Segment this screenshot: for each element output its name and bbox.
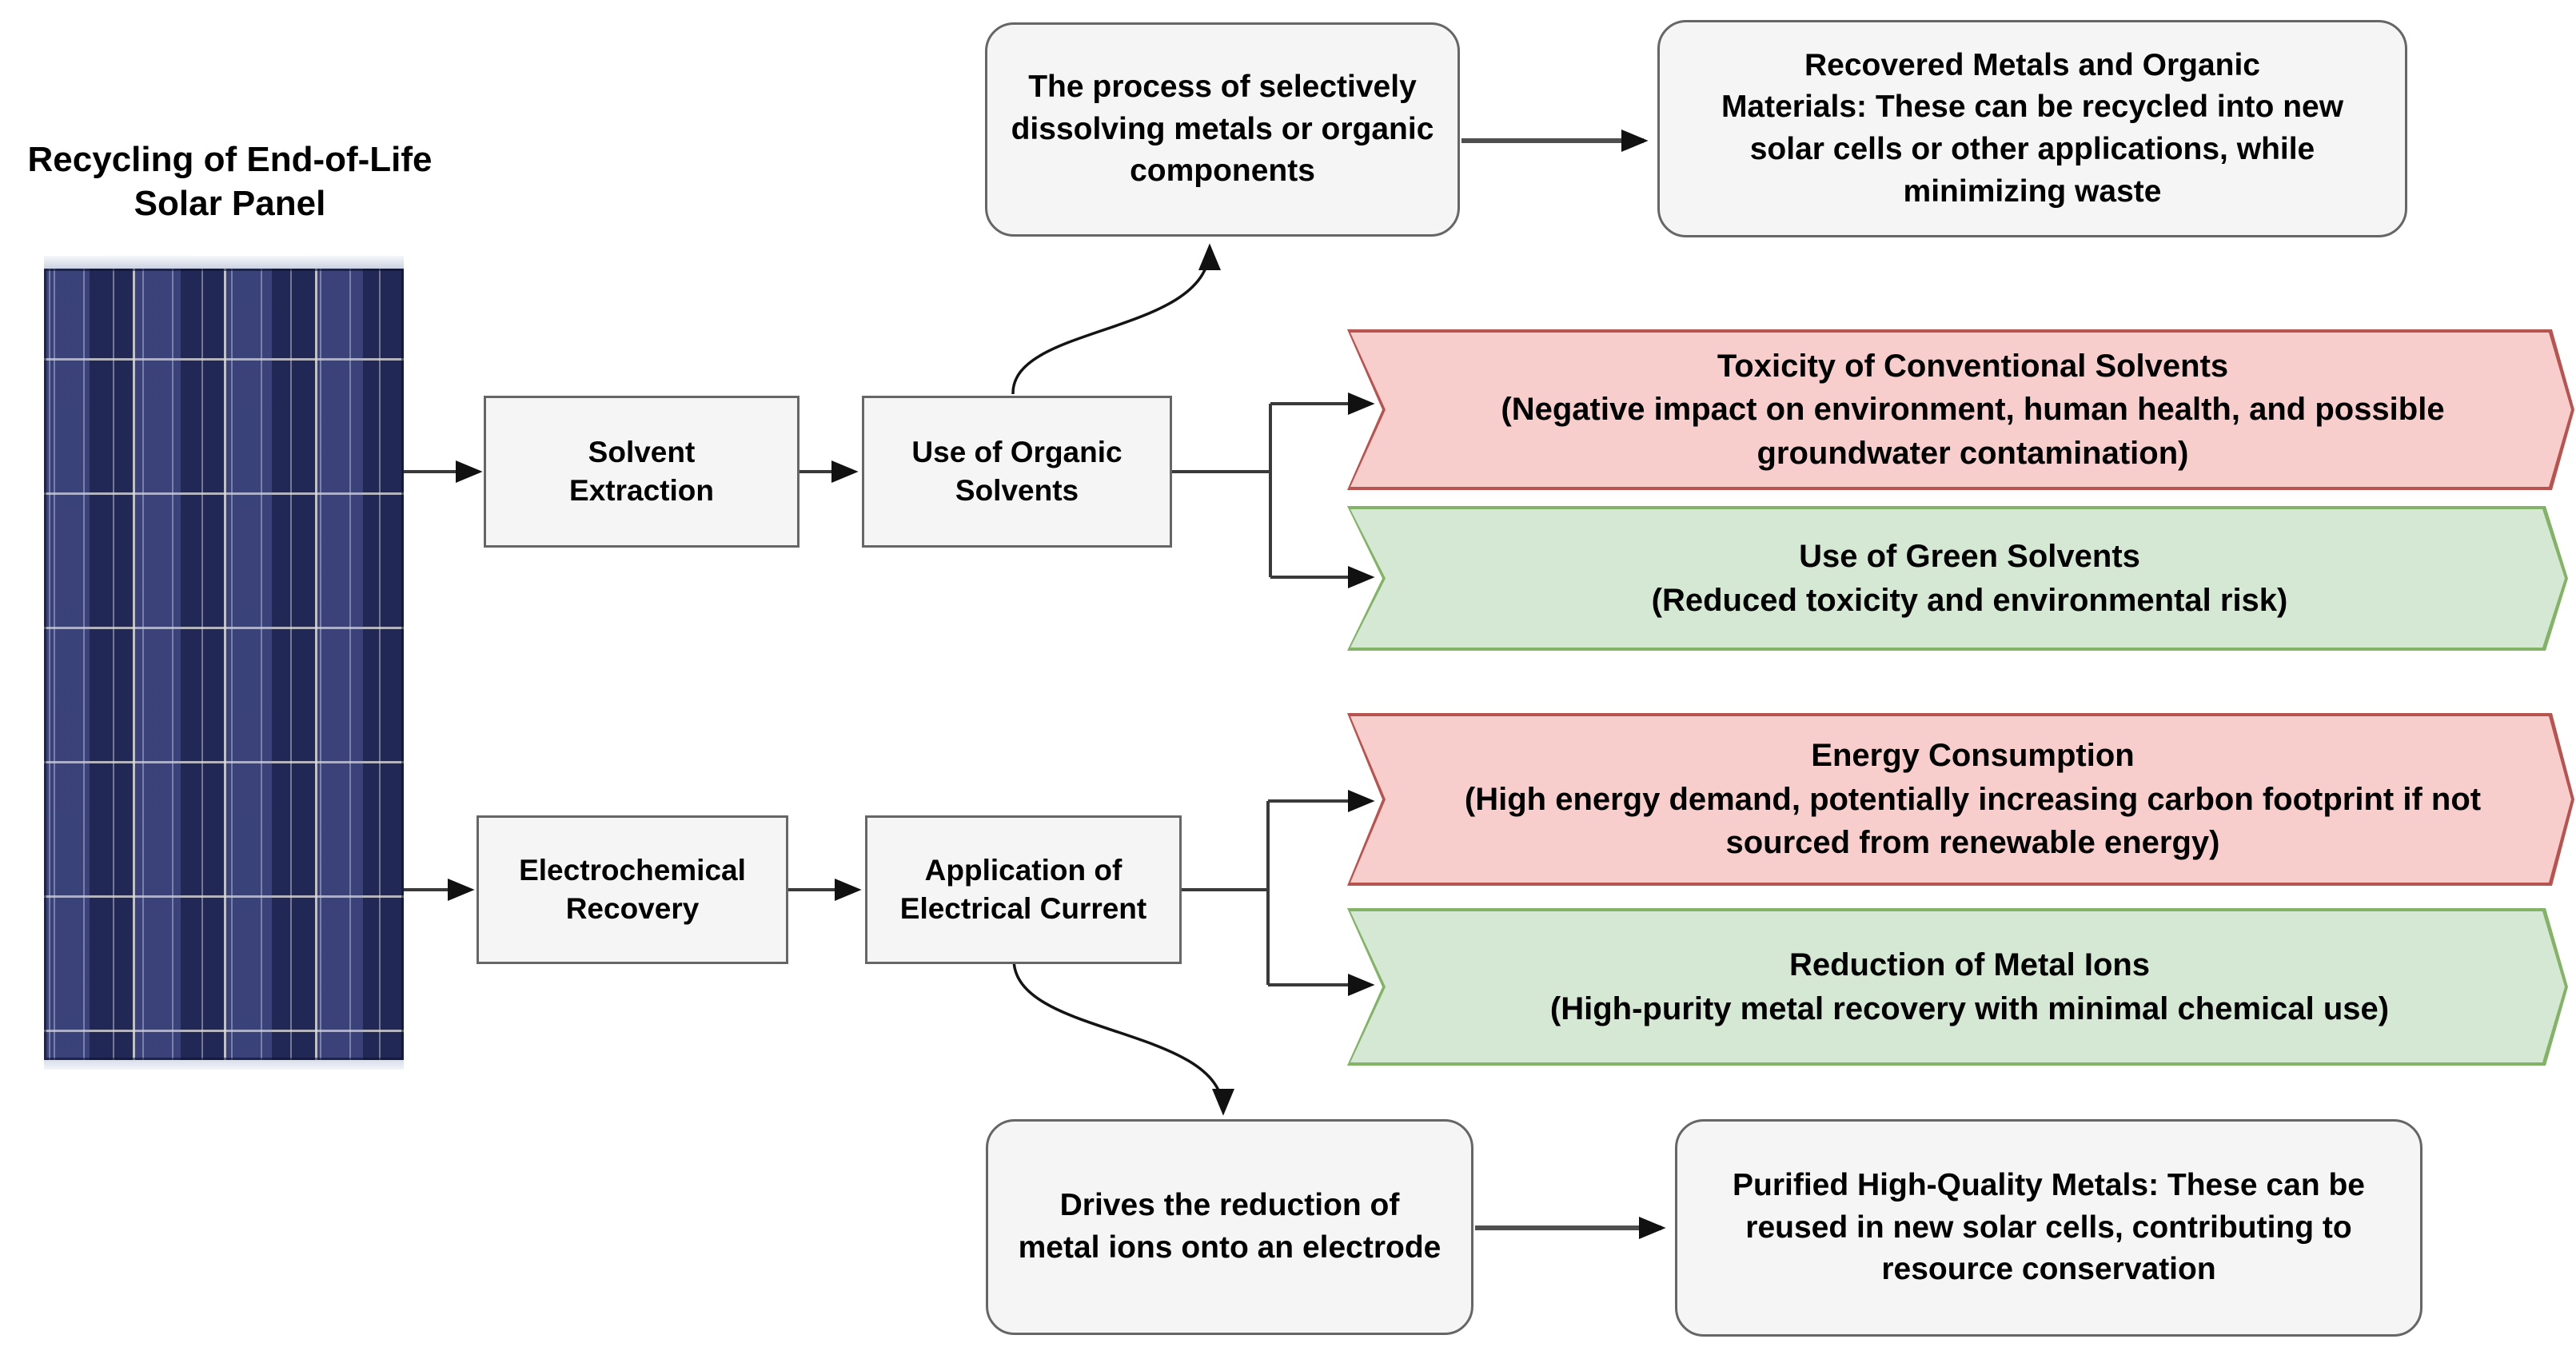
node-use-of-organic-solvents: Use of Organic Solvents: [862, 396, 1172, 548]
banner-toxicity-title: Toxicity of Conventional Solvents: [1717, 348, 2229, 384]
banner-green-solvents-detail: (Reduced toxicity and environmental risk…: [1651, 582, 2288, 618]
banner-green-solvents-shape: [1350, 509, 2565, 648]
banner-energy-consumption-detail: (High energy demand, potentially increas…: [1464, 781, 2482, 861]
solar-panel-frame: [44, 256, 404, 270]
banner-toxicity-shape: [1350, 333, 2571, 487]
banner-green-solvents: Use of Green Solvents (Reduced toxicity …: [1347, 506, 2568, 651]
node-electrochemical-recovery: Electrochemical Recovery: [477, 815, 788, 964]
node-purified-metals: Purified High-Quality Metals: These can …: [1675, 1119, 2422, 1337]
banner-green-solvents-title: Use of Green Solvents: [1799, 539, 2140, 575]
banner-toxicity-detail: (Negative impact on environment, human h…: [1501, 392, 2445, 471]
solar-panel-image: [44, 256, 404, 1070]
banner-energy-consumption-title: Energy Consumption: [1811, 738, 2135, 774]
banner-toxicity: Toxicity of Conventional Solvents (Negat…: [1347, 329, 2574, 490]
solar-panel-cells: [44, 269, 404, 1060]
node-solvent-extraction: Solvent Extraction: [484, 396, 800, 548]
banner-energy-consumption: Energy Consumption (High energy demand, …: [1347, 713, 2574, 886]
banner-metal-ion-reduction-detail: (High-purity metal recovery with minimal…: [1549, 990, 2390, 1026]
diagram-title: Recycling of End-of-Life Solar Panel: [27, 140, 433, 223]
solar-panel-shadow: [44, 1060, 404, 1070]
banner-metal-ion-reduction: Reduction of Metal Ions (High-purity met…: [1347, 908, 2568, 1066]
curve-organic-to-dissolving: [1011, 243, 1221, 395]
banner-energy-consumption-shape: [1350, 716, 2571, 883]
node-application-of-electrical-current: Application of Electrical Current: [865, 815, 1182, 964]
banner-metal-ion-reduction-title: Reduction of Metal Ions: [1788, 947, 2151, 983]
banner-metal-ion-reduction-shape: [1350, 911, 2565, 1062]
curve-application-to-drives: [1012, 958, 1234, 1116]
node-recovered-materials: Recovered Metals and Organic Materials: …: [1657, 20, 2407, 237]
node-dissolving-process: The process of selectively dissolving me…: [985, 22, 1460, 237]
node-drives-reduction: Drives the reduction of metal ions onto …: [986, 1119, 1473, 1335]
